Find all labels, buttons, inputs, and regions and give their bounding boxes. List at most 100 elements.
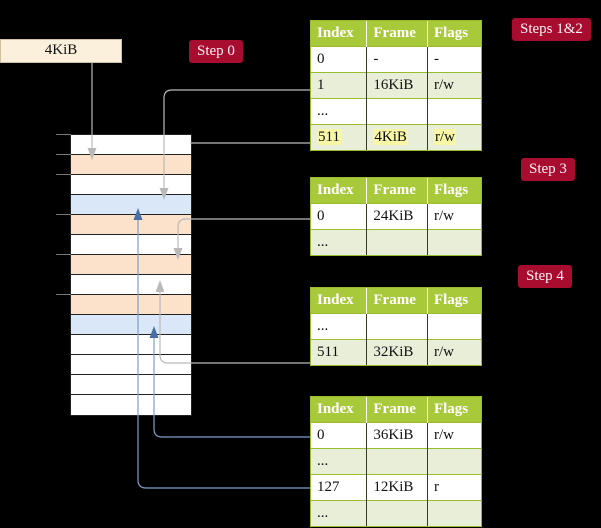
cell-flags <box>427 313 481 340</box>
column-header-flags: Flags <box>427 288 481 314</box>
cell-index: ... <box>311 98 368 125</box>
cell-flags: r/w <box>427 422 481 449</box>
memory-tick <box>56 254 71 255</box>
column-header-flags: Flags <box>427 21 481 47</box>
physical-memory-column <box>70 134 192 416</box>
cell-frame <box>366 500 428 526</box>
table-row: 127 12KiB r <box>311 474 481 501</box>
badge-step-4: Step 4 <box>518 265 572 288</box>
cell-flags: r/w <box>427 203 481 230</box>
table-row: ... <box>311 98 481 125</box>
cell-frame: - <box>366 46 428 73</box>
memory-row <box>71 255 191 275</box>
cell-index: ... <box>311 313 368 340</box>
cell-frame: 12KiB <box>366 474 428 501</box>
cell-flags: r/w <box>427 124 481 150</box>
table-header-row: Index Frame Flags <box>311 21 481 47</box>
memory-tick <box>56 214 71 215</box>
cell-flags <box>427 98 481 125</box>
cell-flags: - <box>427 46 481 73</box>
column-header-frame: Frame <box>366 178 428 204</box>
table-row: 0 24KiB r/w <box>311 203 481 230</box>
column-header-flags: Flags <box>427 397 481 423</box>
memory-tick <box>56 154 71 155</box>
memory-row <box>71 315 191 335</box>
badge-label: Step 3 <box>529 161 567 177</box>
memory-row <box>71 395 191 415</box>
memory-row <box>71 335 191 355</box>
badge-step-0: Step 0 <box>189 40 243 63</box>
badge-steps-1-2: Steps 1&2 <box>512 18 591 41</box>
memory-tick <box>56 294 71 295</box>
column-header-index: Index <box>311 21 368 47</box>
page-table-pd: Index Frame Flags ... 511 32KiB r/w <box>310 287 482 366</box>
memory-row <box>71 135 191 155</box>
badge-label: Step 4 <box>526 268 564 284</box>
table-row: ... <box>311 500 481 526</box>
column-header-frame: Frame <box>366 288 428 314</box>
page-table-pdp: Index Frame Flags 0 24KiB r/w ... <box>310 177 482 256</box>
memory-label-4kib: 4KiB <box>0 39 122 63</box>
memory-row <box>71 155 191 175</box>
table-row: 511 32KiB r/w <box>311 339 481 365</box>
cell-frame <box>366 98 428 125</box>
cell-flags-text: r/w <box>433 129 456 145</box>
cell-frame: 16KiB <box>366 72 428 99</box>
cell-flags <box>427 448 481 475</box>
cell-index: 0 <box>311 46 368 73</box>
memory-label-text: 4KiB <box>44 42 78 58</box>
memory-row <box>71 195 191 215</box>
memory-row <box>71 235 191 255</box>
column-header-index: Index <box>311 397 368 423</box>
cell-index: 0 <box>311 203 368 230</box>
table-header-row: Index Frame Flags <box>311 178 481 204</box>
cell-frame: 36KiB <box>366 422 428 449</box>
cell-index: 127 <box>311 474 368 501</box>
memory-row <box>71 375 191 395</box>
memory-tick <box>56 174 71 175</box>
table-row: ... <box>311 229 481 255</box>
cell-index: 0 <box>311 422 368 449</box>
cell-index: ... <box>311 448 368 475</box>
memory-row <box>71 295 191 315</box>
cell-frame <box>366 448 428 475</box>
cell-index: 511 <box>311 339 368 365</box>
cell-frame: 4KiB <box>366 124 428 150</box>
badge-label: Step 0 <box>197 43 235 59</box>
memory-tick <box>56 134 71 135</box>
table-header-row: Index Frame Flags <box>311 397 481 423</box>
cell-frame-text: 4KiB <box>373 129 408 145</box>
badge-step-3: Step 3 <box>521 158 575 181</box>
cell-index: 511 <box>311 124 368 150</box>
page-table-pt: Index Frame Flags 0 36KiB r/w ... 127 <box>310 396 482 527</box>
table-row: ... <box>311 313 481 340</box>
column-header-index: Index <box>311 288 368 314</box>
column-header-frame: Frame <box>366 21 428 47</box>
table-row: 0 36KiB r/w <box>311 422 481 449</box>
table-row: 1 16KiB r/w <box>311 72 481 99</box>
cell-flags <box>427 229 481 255</box>
cell-index: ... <box>311 229 368 255</box>
table-header-row: Index Frame Flags <box>311 288 481 314</box>
table-row: 0 - - <box>311 46 481 73</box>
cell-frame: 24KiB <box>366 203 428 230</box>
cell-flags: r/w <box>427 72 481 99</box>
cell-frame: 32KiB <box>366 339 428 365</box>
cell-flags: r <box>427 474 481 501</box>
cell-frame <box>366 313 428 340</box>
cell-frame <box>366 229 428 255</box>
cell-flags <box>427 500 481 526</box>
column-header-index: Index <box>311 178 368 204</box>
page-table-pml4: Index Frame Flags 0 - - 1 16KiB r/w ... <box>310 20 482 151</box>
column-header-flags: Flags <box>427 178 481 204</box>
table-row: 511 4KiB r/w <box>311 124 481 150</box>
cell-flags: r/w <box>427 339 481 365</box>
cell-index-text: 511 <box>317 129 341 145</box>
badge-label: Steps 1&2 <box>520 21 583 37</box>
cell-index: 1 <box>311 72 368 99</box>
cell-index: ... <box>311 500 368 526</box>
column-header-frame: Frame <box>366 397 428 423</box>
table-row: ... <box>311 448 481 475</box>
